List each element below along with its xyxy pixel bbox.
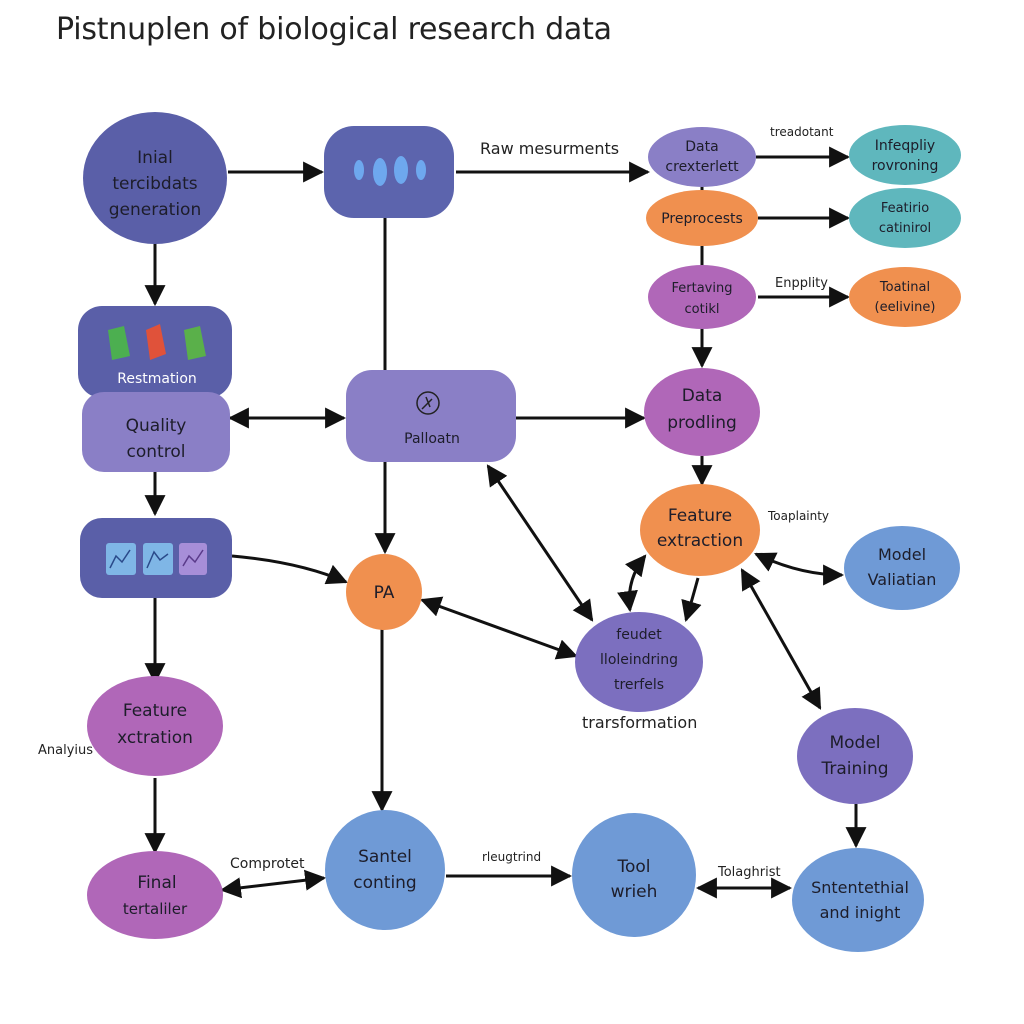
node-quality-line-2: control <box>127 442 186 462</box>
node-initial-line-3: generation <box>109 200 201 220</box>
node-data-crexter-line-1: Data <box>685 139 718 155</box>
edge-featureext-feudet-a <box>617 554 647 613</box>
node-model-training-line-1: Model <box>829 733 880 753</box>
node-toatinal-line-2: (eelivine) <box>875 300 936 315</box>
node-data-prodling[interactable]: Data prodling <box>644 368 760 456</box>
node-fertaving-line-2: cotikl <box>685 302 720 317</box>
edge-label-rleugtrind: rleugtrind <box>482 850 541 864</box>
node-sntentethial[interactable]: Sntentethial and inight <box>792 848 924 952</box>
node-final-line-1: Final <box>137 873 176 893</box>
node-infoply[interactable]: Infeqpliy rovroning <box>849 125 961 185</box>
sensor-icon <box>354 156 426 186</box>
node-feature-ext-orange-line-2: extraction <box>657 531 743 551</box>
node-preprocests[interactable]: Preprocests <box>646 190 758 246</box>
node-feudet[interactable]: feudet lloleindring trerfels <box>575 612 703 712</box>
node-pa-label: PA <box>374 583 395 603</box>
edge-chartsbox-to-pa <box>231 554 348 585</box>
node-model-training-line-2: Training <box>820 759 888 779</box>
node-feature-extraction-purple[interactable]: Feature xctration <box>87 676 223 776</box>
edge-final-santel <box>219 869 327 899</box>
node-palloatn[interactable]: Palloatn <box>346 370 516 462</box>
node-model-training[interactable]: Model Training <box>797 708 913 804</box>
node-sntentethial-line-2: and inight <box>820 903 901 922</box>
node-toatinal-line-1: Toatinal <box>879 280 930 295</box>
node-feudet-line-2: lloleindring <box>600 652 678 668</box>
node-toatinal[interactable]: Toatinal (eelivine) <box>849 267 961 327</box>
page-title: Pistnuplen of biological research data <box>56 12 612 47</box>
edge-label-toaplainty: Toaplainty <box>767 509 829 523</box>
edge-label-tolaghrist: Tolaghrist <box>717 865 781 880</box>
node-tool-line-1: Tool <box>616 857 650 877</box>
edge-label-enpplity: Enpplity <box>775 276 828 291</box>
node-charts-box[interactable] <box>80 518 232 598</box>
node-model-validation-line-2: Valiatian <box>868 570 937 589</box>
node-data-crexter-line-2: crexterlett <box>665 159 739 175</box>
node-sntentethial-line-1: Sntentethial <box>811 878 909 897</box>
edge-label-comprotet: Comprotet <box>230 856 305 872</box>
node-initial-line-2: tercibdats <box>112 174 197 194</box>
node-sensor-box[interactable] <box>324 126 454 218</box>
edge-labels: Raw mesurments treadotant Enpplity Toapl… <box>38 125 834 880</box>
node-preprocests-line-1: Preprocests <box>661 211 743 227</box>
node-palloatn-label: Palloatn <box>404 431 460 447</box>
node-restmation-label: Restmation <box>117 371 197 387</box>
edge-label-analyius: Analyius <box>38 743 93 758</box>
edge-label-treadotant: treadotant <box>770 125 834 139</box>
node-fertaving[interactable]: Fertaving cotikl <box>648 265 756 329</box>
edges <box>144 146 867 899</box>
edge-featureext-modelval <box>754 552 845 586</box>
node-infoply-line-2: rovroning <box>872 158 939 174</box>
edge-pa-feudet <box>420 596 578 660</box>
node-data-prodling-line-2: prodling <box>667 413 737 433</box>
node-feudet-line-1: feudet <box>616 627 662 643</box>
node-feature-ext-purple-line-1: Feature <box>123 701 187 721</box>
shapes-icon <box>108 324 206 360</box>
node-feature-ext-purple-line-2: xctration <box>117 728 193 748</box>
node-tool[interactable]: Tool wrieh <box>572 813 696 937</box>
node-data-prodling-line-1: Data <box>682 386 723 406</box>
edge-featureext-to-feudet-b <box>681 577 702 623</box>
nodes: Inial tercibdats generation Data crexter… <box>78 112 961 952</box>
node-model-validation[interactable]: Model Valiatian <box>844 526 960 610</box>
node-restmation[interactable]: Restmation <box>78 306 232 398</box>
chart-thumbnails-icon <box>106 543 207 575</box>
node-feature-ext-orange-line-1: Feature <box>668 506 732 526</box>
node-infoply-line-1: Infeqpliy <box>875 138 935 154</box>
node-final-line-2: tertaliler <box>123 900 188 918</box>
node-initial-line-1: Inial <box>137 148 173 168</box>
node-model-validation-line-1: Model <box>878 545 926 564</box>
node-feudet-line-3: trerfels <box>614 677 664 693</box>
node-pa[interactable]: PA <box>346 554 422 630</box>
edge-label-raw: Raw mesurments <box>480 139 619 158</box>
node-feature-control[interactable]: Featirio catinirol <box>849 188 961 248</box>
edge-featureext-modeltraining <box>740 568 822 710</box>
node-feature-extraction-orange[interactable]: Feature extraction <box>640 484 760 576</box>
node-feature-control-line-1: Featirio <box>881 201 929 216</box>
edge-palloatn-feudet <box>486 464 594 622</box>
node-santel-line-1: Santel <box>358 847 412 867</box>
node-fertaving-line-1: Fertaving <box>672 281 733 296</box>
edge-label-transformation: trarsformation <box>582 713 697 732</box>
node-tool-line-2: wrieh <box>611 882 658 902</box>
node-initial[interactable]: Inial tercibdats generation <box>83 112 227 244</box>
node-quality-line-1: Quality <box>126 416 187 436</box>
node-final[interactable]: Final tertaliler <box>87 851 223 939</box>
node-santel-line-2: conting <box>353 873 416 893</box>
node-feature-control-line-2: catinirol <box>879 221 931 236</box>
node-santel[interactable]: Santel conting <box>325 810 445 930</box>
compass-icon <box>416 391 440 415</box>
node-data-crexter[interactable]: Data crexterlett <box>648 127 756 187</box>
node-quality-control[interactable]: Quality control <box>82 392 230 472</box>
